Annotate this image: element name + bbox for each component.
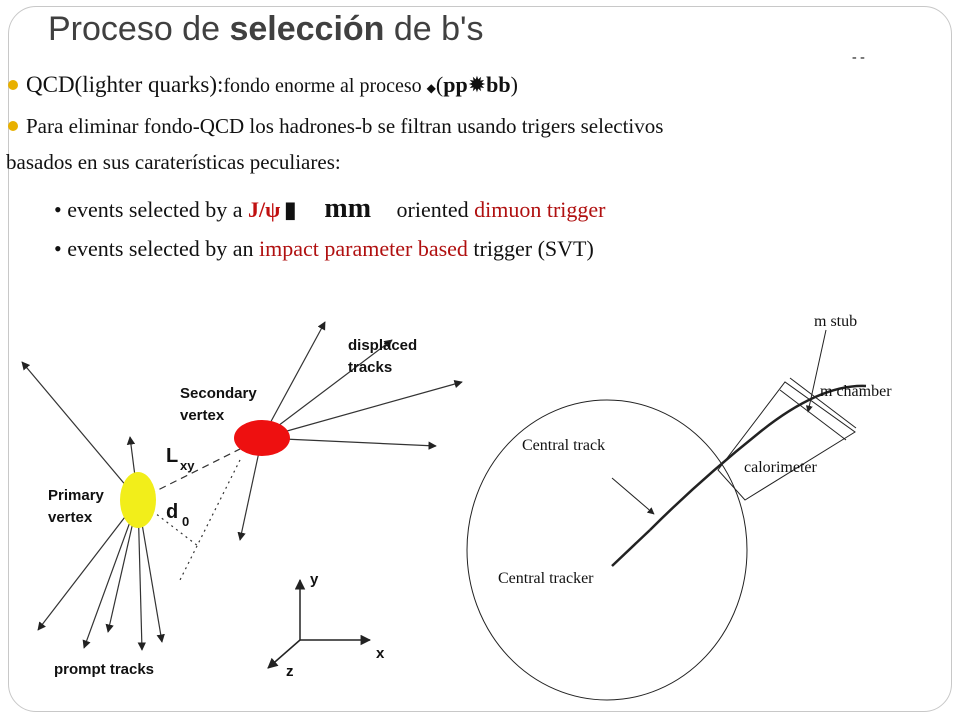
slide-title: Proceso de selección de b's [48,10,484,48]
label-d0: d [166,501,178,523]
label-d0-sub: 0 [182,514,189,529]
vertex-diagram [21,321,463,651]
diamond-icon: ◆ [426,81,436,95]
track-line [82,499,139,649]
label-primary: Primary [48,487,105,504]
bullet-fondo-line1: Para eliminar fondo-QCD los hadrones-b s… [8,114,663,139]
extrapolation-line [179,459,241,581]
track-line [261,321,326,439]
track-line [37,499,139,631]
axis-z-label: z [286,663,294,680]
stub-arrow [805,329,827,413]
bullet-qcd: QCD(lighter quarks):fondo enorme al proc… [8,72,518,98]
label-central-track: Central track [522,437,605,454]
chamber-line [779,389,847,441]
bullet-dot-icon [8,79,18,90]
label-secondary: Secondary [180,385,257,402]
star-icon: ✹ [467,72,487,97]
track-curve [649,384,867,531]
label-stub: m stub [814,313,857,330]
central-track-arrow [611,477,655,515]
label-secondary-2: vertex [180,407,225,424]
label-lxy: L [166,445,178,467]
calorimeter-box [717,381,856,501]
track-line [261,339,393,439]
bar-icon: ▮ [284,197,297,222]
axes-icon [267,578,372,669]
label-chamber: m chamber [820,383,892,400]
bullet-dot-icon [8,121,18,132]
track-line [261,379,463,439]
sub-bullet-dimuon: • events selected by a J/ψ▮mm oriented d… [54,193,606,224]
detector-diagram [466,329,867,701]
label-calorimeter: calorimeter [744,459,818,476]
label-prompt: prompt tracks [54,661,154,678]
primary-vertex-blob [120,472,156,528]
label-displaced-2: tracks [348,359,392,376]
axis-y-label: y [310,571,319,588]
bullet-fondo-line2: basados en sus caraterísticas peculiares… [6,150,341,174]
central-track-line [611,529,651,567]
corner-marks: - - [852,50,865,65]
axis-x-label: x [376,645,385,662]
secondary-vertex-blob [234,420,290,456]
track-line [21,361,139,501]
label-lxy-sub: xy [180,458,195,473]
central-tracker-circle [466,399,748,701]
track-line [261,437,437,450]
label-primary-2: vertex [48,509,93,526]
slide-frame [8,6,952,712]
label-central-tracker: Central tracker [498,570,594,587]
label-displaced: displaced [348,337,417,354]
chamber-line-2 [789,377,857,429]
sub-bullet-svt: • events selected by an impact parameter… [54,236,594,261]
